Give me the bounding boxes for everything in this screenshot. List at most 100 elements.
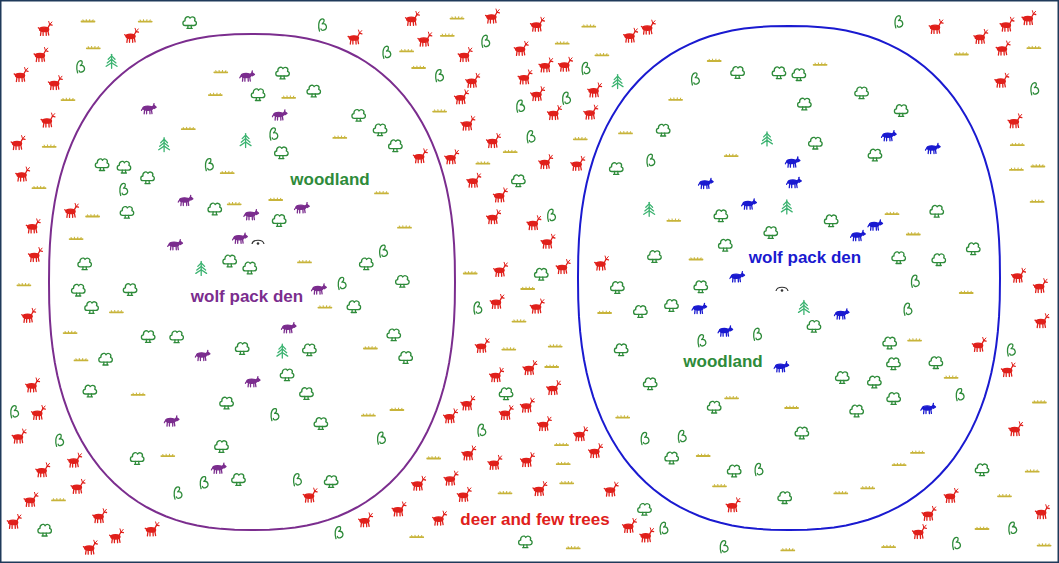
deer-icon [406,11,420,25]
den-symbol [776,287,788,292]
deer-icon [12,429,26,443]
shrub-icon [338,277,346,289]
wolf-icon [851,231,866,241]
habitat-label: woodland [683,352,762,372]
deer-icon [521,453,535,467]
bush-icon [170,331,184,343]
bush-icon [731,67,745,79]
grass-icon [282,96,295,98]
deer-icon [26,219,40,233]
grass-icon [669,98,682,100]
bush-icon [975,464,989,476]
bush-icon [276,67,290,79]
deer-icon [623,518,637,532]
shrub-icon [692,73,700,85]
grass-icon [139,20,152,22]
grass-icon [333,136,346,138]
bush-icon [634,306,648,318]
bush-icon [99,353,113,365]
shrub-icon [563,92,571,104]
deer-icon [26,378,40,392]
deer-icon [514,41,528,55]
bush-icon [824,215,838,227]
territory-border [578,26,1000,530]
shrub-icon [582,62,590,74]
deer-icon [303,488,317,502]
deer-icon [22,308,36,322]
deer-icon [624,28,638,42]
grass-icon [667,219,680,221]
grass-icon [882,545,895,547]
grass-icon [70,237,83,239]
grass-icon [549,345,562,347]
deer-icon [68,453,82,467]
bush-icon [95,159,109,171]
deer-icon [494,262,508,276]
wolf-icon [211,463,226,473]
shrub-icon [517,100,525,112]
deer-icon [972,337,986,351]
deer-icon [493,188,507,202]
bush-icon [887,393,901,405]
wolf-icon [281,323,296,333]
shrub-icon [647,154,655,166]
deer-icon [24,492,38,506]
grass-icon [75,359,88,361]
grass-icon [1033,401,1046,403]
grass-icon [960,291,973,293]
deer-icon [125,28,139,42]
wolf-icon [244,210,259,220]
grass-icon [52,499,65,501]
shrub-icon [270,128,278,140]
grass-icon [62,98,75,100]
grass-icon [814,63,827,65]
grass-icon [132,393,145,395]
territory-outline [47,32,457,532]
bush-icon [280,369,294,381]
deer-icon [488,455,502,469]
deer-icon [490,294,504,308]
shrub-icon [698,335,706,347]
icon-layer [7,9,1050,554]
deer-icon [641,20,655,34]
shrub-icon [956,389,964,401]
shrub-icon [895,16,903,28]
grass-icon [725,154,738,156]
grass-icon [708,59,721,61]
shrub-icon [678,430,686,442]
grass-icon [43,145,56,147]
pine-icon [762,132,773,146]
shrub-icon [11,406,19,418]
grass-icon [556,42,569,44]
bush-icon [141,331,155,343]
grass-icon [427,457,440,459]
deer-icon [539,58,553,72]
deer-icon [461,116,475,130]
shrub-icon [478,424,486,436]
grass-icon [557,462,570,464]
grass-icon [499,491,512,493]
grass-icon [502,348,515,350]
shrub-icon [1031,83,1039,95]
bush-icon [232,474,246,486]
grass-icon [907,233,920,235]
wolf-icon [692,303,707,313]
pine-icon [196,261,207,275]
shrub-icon [1007,344,1015,356]
territory-border [49,34,455,530]
bush-icon [512,175,526,187]
deer-icon [1033,279,1047,293]
grass-icon [87,46,100,48]
grass-icon [1031,200,1044,202]
deer-icon [1000,17,1014,31]
wolf-territory: woodlandwolf pack den [47,32,457,532]
grass-icon [893,463,906,465]
deer-icon [418,32,432,46]
grass-icon [598,311,611,313]
bush-icon [314,418,328,430]
shrub-icon [294,474,302,486]
wolf-icon [245,377,260,387]
bush-icon [38,524,52,536]
